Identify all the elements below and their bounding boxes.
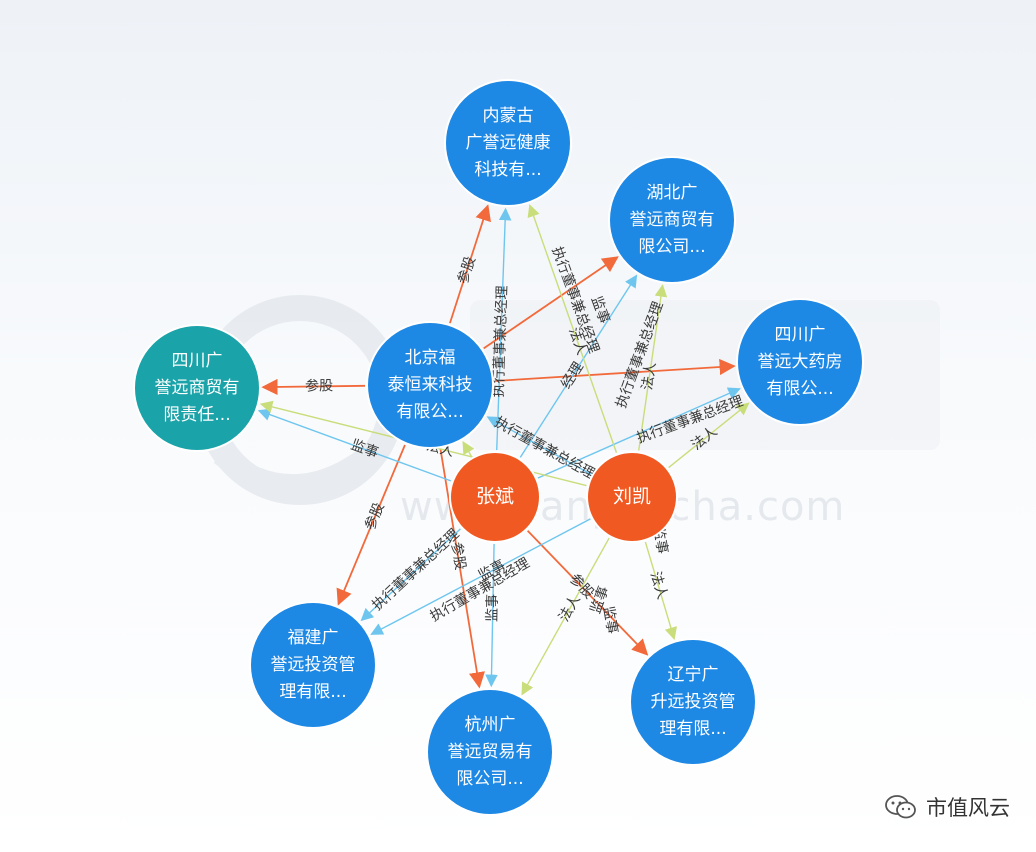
wechat-icon <box>885 795 916 819</box>
node-label: 誉远投资管 <box>271 655 356 675</box>
node-label: 科技有... <box>474 160 541 180</box>
company-node-sichuan_pharmacy[interactable]: 四川广誉远大药房有限公... <box>736 298 864 426</box>
node-label: 湖北广 <box>647 183 698 203</box>
node-label: 理有限... <box>659 719 726 739</box>
source-badge: 市值风云 <box>884 792 1010 822</box>
edge-label: 参股 <box>448 541 469 571</box>
edge-liukai-fujian <box>370 518 591 635</box>
node-label: 升远投资管 <box>651 692 736 712</box>
edge-zhangbin-beijing <box>462 440 475 457</box>
edge-liukai-hubei <box>638 284 668 451</box>
edge-beijing-sichuan_pharmacy <box>494 358 736 382</box>
edge-label: 执行董事兼总经理 <box>428 555 533 625</box>
edge-label: 参股 <box>454 254 479 286</box>
edge-label: 法人 <box>647 570 670 601</box>
node-circle <box>449 451 541 543</box>
edge-beijing-sichuan_trade <box>261 378 366 396</box>
company-node-sichuan_trade[interactable]: 四川广誉远商贸有限责任... <box>133 324 261 452</box>
watermark-logo-arc <box>213 432 392 495</box>
edge-beijing-hubei <box>483 256 619 350</box>
edge-label: 监事 <box>600 605 621 635</box>
node-label: 有限公... <box>766 379 833 399</box>
edge-zhangbin-neimenggu <box>496 207 512 451</box>
node-circle <box>133 324 261 452</box>
edge-zhangbin-hubei <box>519 274 638 458</box>
node-label: 辽宁广 <box>668 665 719 685</box>
node-label: 有限公... <box>396 402 463 422</box>
edge-label: 参股 <box>361 500 387 532</box>
edge-label: 法人 <box>639 361 659 391</box>
node-circle <box>249 601 377 729</box>
edge-liukai-neimenggu <box>527 204 618 453</box>
edge-zhangbin-hangzhou <box>485 543 498 688</box>
person-node-liukai[interactable]: 刘凯 <box>586 451 678 543</box>
person-node-zhangbin[interactable]: 张斌 <box>449 451 541 543</box>
node-circle <box>608 156 736 284</box>
node-circle <box>629 638 757 766</box>
edge-layer <box>257 204 750 696</box>
edge-beijing-neimenggu <box>449 204 491 324</box>
node-label: 理有限... <box>279 682 346 702</box>
node-label: 杭州广 <box>465 715 516 735</box>
node-label: 四川广 <box>172 351 223 371</box>
company-node-beijing[interactable]: 北京福泰恒来科技有限公... <box>366 321 494 449</box>
node-circle <box>366 321 494 449</box>
edge-label: 参股 <box>305 377 333 394</box>
node-circle <box>736 298 864 426</box>
edge-label: 执行董事兼总经理 <box>491 285 511 398</box>
edge-liukai-hangzhou <box>521 537 610 696</box>
company-node-hubei[interactable]: 湖北广誉远商贸有限公司... <box>608 156 736 284</box>
node-label: 誉远商贸有 <box>155 378 240 398</box>
node-label: 誉远商贸有 <box>630 210 715 230</box>
node-label: 誉远大药房 <box>758 352 843 372</box>
node-circle <box>426 688 554 816</box>
node-label: 福建广 <box>288 628 339 648</box>
node-label: 限责任... <box>163 405 230 425</box>
edge-zhangbin-liaoning <box>527 530 649 656</box>
edge-zhangbin-sichuan_trade <box>257 408 452 482</box>
edge-label: 法人 <box>556 592 584 624</box>
node-label: 限公司... <box>456 769 523 789</box>
node-label: 北京福 <box>405 348 456 368</box>
node-label: 限公司... <box>638 237 705 257</box>
company-node-liaoning[interactable]: 辽宁广升远投资管理有限... <box>629 638 757 766</box>
node-label: 泰恒来科技 <box>388 375 473 395</box>
edge-liukai-liaoning <box>644 541 677 640</box>
edge-beijing-hangzhou <box>439 449 485 689</box>
node-circle <box>586 451 678 543</box>
edge-label: 监事 <box>485 594 502 622</box>
edge-liukai-sichuan_pharmacy <box>668 402 750 469</box>
node-label: 刘凯 <box>613 486 651 508</box>
node-circle <box>444 79 572 207</box>
node-label: 广誉远健康 <box>466 133 551 153</box>
node-label: 张斌 <box>476 486 514 508</box>
edge-liukai-beijing <box>486 416 592 475</box>
edge-zhangbin-fujian <box>360 528 461 622</box>
node-layer: 内蒙古广誉远健康科技有...湖北广誉远商贸有限公司...四川广誉远商贸有限责任.… <box>133 79 864 816</box>
company-node-neimenggu[interactable]: 内蒙古广誉远健康科技有... <box>444 79 572 207</box>
node-label: 内蒙古 <box>483 106 534 126</box>
company-node-hangzhou[interactable]: 杭州广誉远贸易有限公司... <box>426 688 554 816</box>
source-label: 市值风云 <box>926 796 1010 820</box>
company-node-fujian[interactable]: 福建广誉远投资管理有限... <box>249 601 377 729</box>
node-label: 誉远贸易有 <box>448 742 533 762</box>
node-label: 四川广 <box>775 325 826 345</box>
edge-beijing-fujian <box>336 444 406 606</box>
